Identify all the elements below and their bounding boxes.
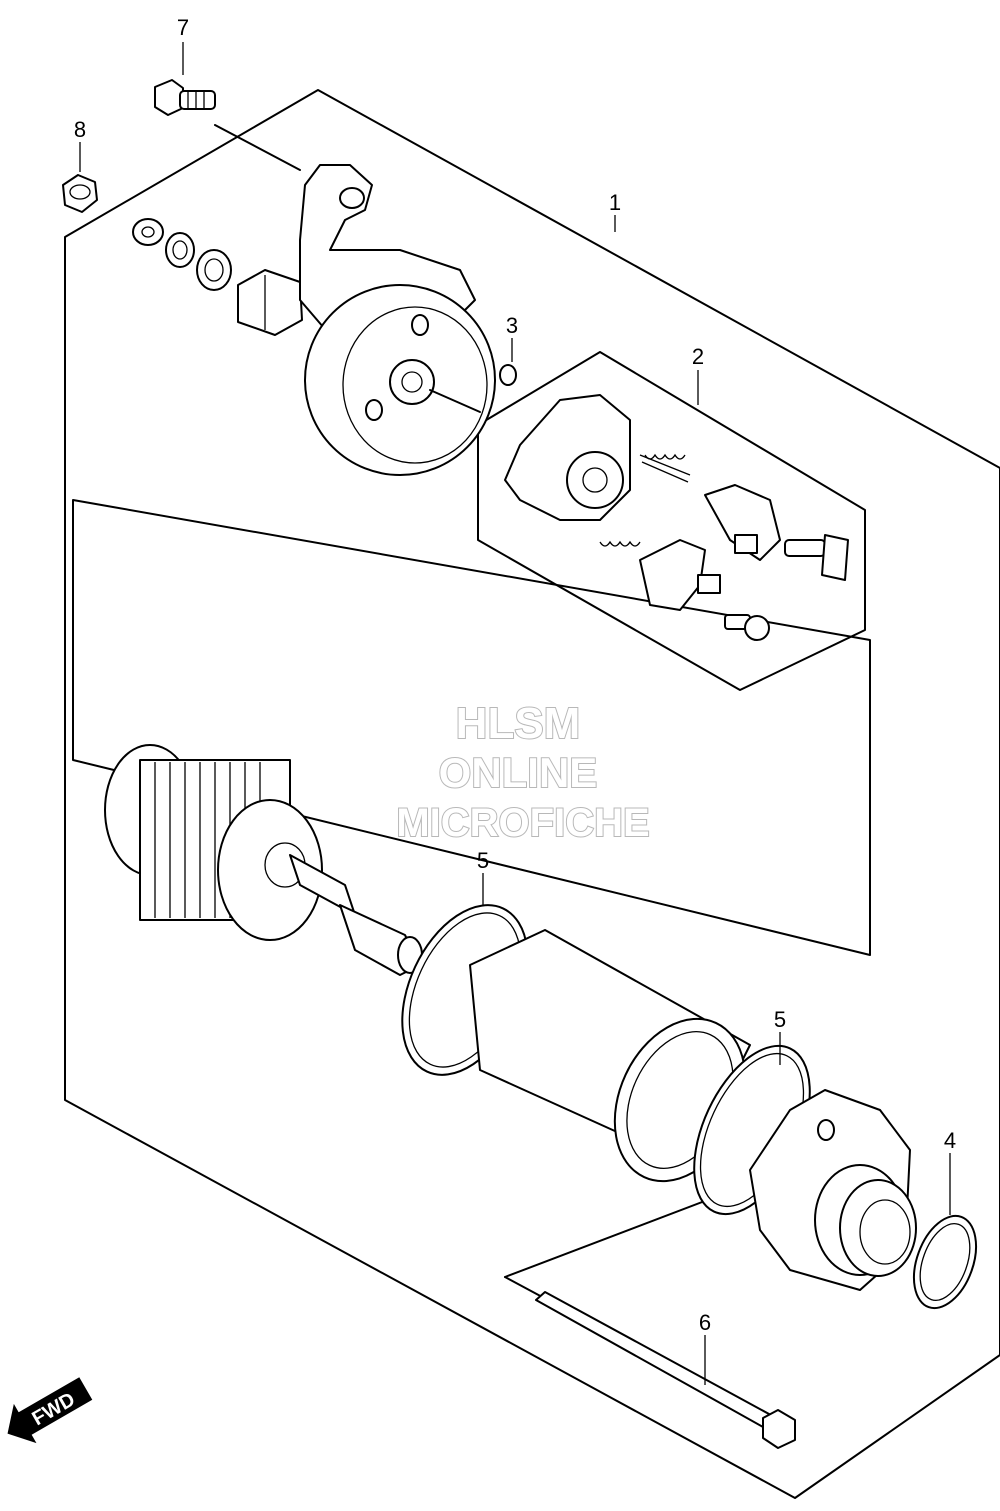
brush-holder-assembly <box>504 394 849 641</box>
forward-arrow-icon <box>7 1377 93 1444</box>
callout-leaders <box>79 42 951 1385</box>
through-bolt-6 <box>535 1291 796 1449</box>
callout-4: 4 <box>944 1128 956 1153</box>
o-ring-4 <box>912 1214 978 1310</box>
callout-2: 2 <box>692 344 704 369</box>
callout-1: 1 <box>609 190 621 215</box>
front-housing <box>749 1089 917 1291</box>
watermark-line-2: ONLINE <box>439 749 598 796</box>
assembly-outline-1 <box>64 89 1000 1499</box>
armature <box>104 744 423 976</box>
fwd-badge: FWD <box>7 1377 93 1444</box>
callout-5b: 5 <box>774 1007 786 1032</box>
bolt-7 <box>154 79 301 171</box>
callout-3: 3 <box>506 313 518 338</box>
brush-holder-outline-2 <box>477 351 866 691</box>
armature-outline <box>72 499 871 956</box>
watermark-line-1: HLSM <box>456 699 581 748</box>
callout-8: 8 <box>74 117 86 142</box>
callout-5a: 5 <box>477 848 489 873</box>
end-cover-housing <box>299 164 496 476</box>
o-ring-3 <box>499 364 517 386</box>
end-cover-washers <box>132 218 303 336</box>
o-ring-4-inner <box>919 1223 971 1301</box>
callout-7: 7 <box>177 15 189 40</box>
callout-6: 6 <box>699 1310 711 1335</box>
watermark-line-3: MICROFICHE <box>396 801 649 845</box>
watermark: HLSM ONLINE MICROFICHE <box>395 698 650 846</box>
nut-8 <box>62 174 98 213</box>
